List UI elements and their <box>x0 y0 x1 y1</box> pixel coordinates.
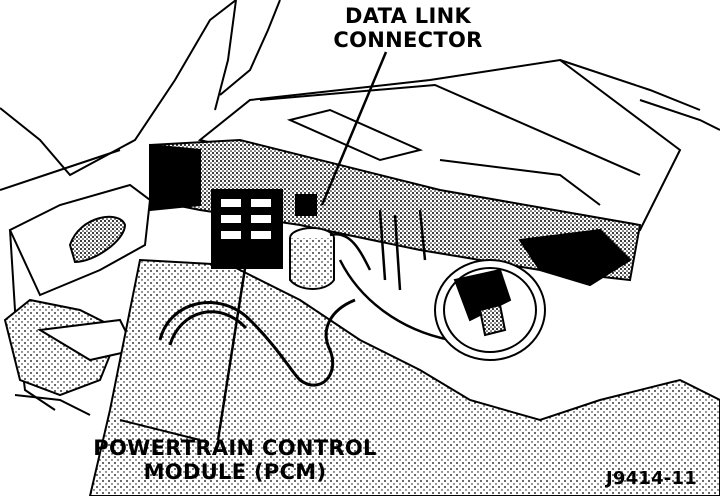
leader-lines <box>216 51 388 441</box>
data-link-connector <box>289 194 335 290</box>
data-link-connector-label: DATA LINK CONNECTOR <box>322 4 494 52</box>
brake-booster <box>434 259 546 361</box>
leader-line-pcm <box>216 261 248 441</box>
pcm-label: POWERTRAIN CONTROL MODULE (PCM) <box>90 436 380 484</box>
pcm-module <box>211 189 283 269</box>
figure-code: J9414-11 <box>606 468 697 489</box>
pcm-label-line2: MODULE (PCM) <box>143 460 327 484</box>
leader-line-data-link-connector <box>320 51 388 206</box>
cowl-panel <box>197 58 720 232</box>
wiring-harness <box>329 209 451 342</box>
data-link-connector-label-line2: CONNECTOR <box>333 28 483 52</box>
left-fender <box>3 183 152 416</box>
firewall <box>149 138 642 287</box>
pcm-label-line1: POWERTRAIN CONTROL <box>93 436 377 460</box>
data-link-connector-label-line1: DATA LINK <box>344 4 472 28</box>
